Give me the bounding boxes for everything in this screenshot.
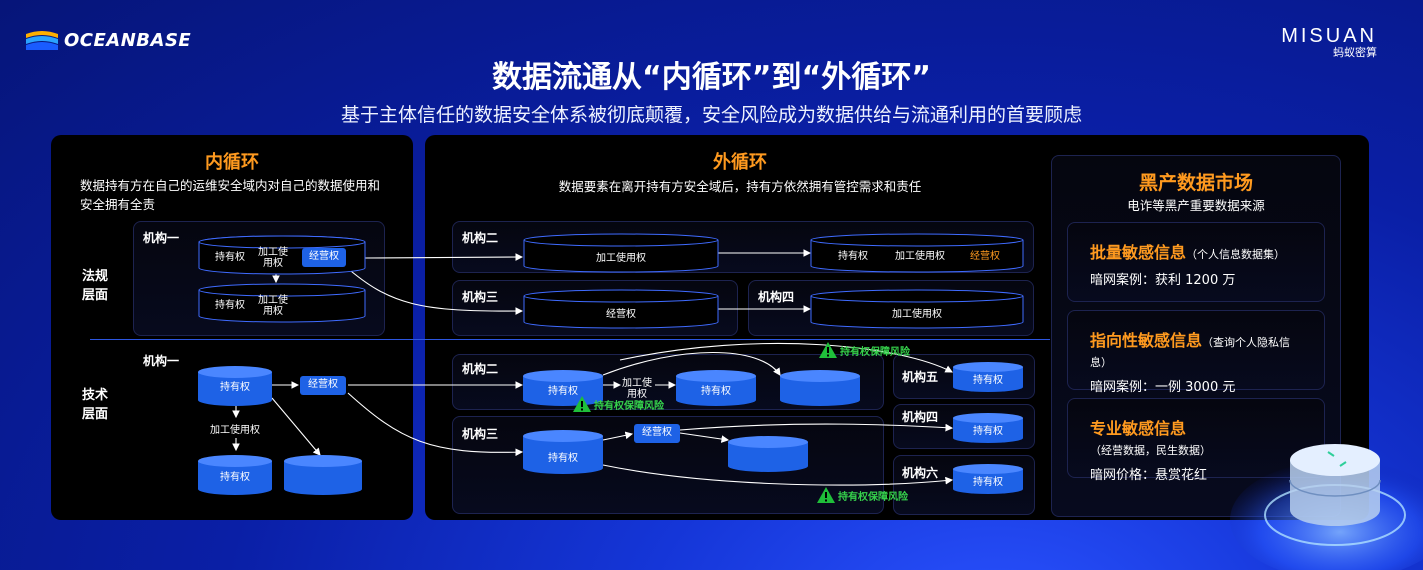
market-item-note: （查询个人隐私信息） xyxy=(1090,336,1291,369)
market-item-name: 指向性敏感信息 xyxy=(1090,331,1203,350)
tech-cylinder-org2-copy xyxy=(676,370,756,406)
misuan-wordmark: MISUAN xyxy=(1281,25,1377,47)
market-item-case: 暗网价格：悬赏花红 xyxy=(1090,468,1208,483)
org-label: 机构二 xyxy=(462,231,499,245)
market-desc: 电诈等黑产重要数据来源 xyxy=(1127,198,1265,213)
risk-warning: 持有权保障风险 xyxy=(818,341,910,359)
tech-cylinder-org5 xyxy=(953,362,1023,392)
market-item: 批量敏感信息（个人信息数据集） 暗网案例：获利 1200 万 xyxy=(1067,222,1325,302)
database-glow-icon xyxy=(1230,444,1423,570)
operate-right-badge: 经营权 xyxy=(634,424,680,443)
warning-triangle-icon xyxy=(817,487,835,503)
operate-right-badge: 经营权 xyxy=(300,376,346,395)
right-label: 持有权 xyxy=(973,426,1003,437)
tech-cylinder-org4 xyxy=(953,413,1023,443)
page-subtitle: 基于主体信任的数据安全体系被彻底颠覆，安全风险成为数据供给与流通利用的首要顾虑 xyxy=(340,104,1082,126)
right-label: 经营权 xyxy=(606,309,636,320)
right-label: 持有权 xyxy=(973,375,1003,386)
org-label: 机构一 xyxy=(143,354,180,368)
tech-cylinder-org3-hold xyxy=(523,430,603,474)
org-label: 机构三 xyxy=(462,290,499,304)
market-item-name: 批量敏感信息 xyxy=(1090,243,1187,262)
page-title: 数据流通从“内循环”到“外循环” xyxy=(492,60,931,95)
market-item-name: 专业敏感信息 xyxy=(1090,419,1187,438)
right-label: 持有权 xyxy=(701,386,731,397)
tech-cylinder-org1-copy xyxy=(198,455,272,495)
risk-warning-text: 持有权保障风险 xyxy=(838,491,908,503)
right-label: 持有权 xyxy=(973,477,1003,488)
row-label-tech: 技术层面 xyxy=(82,386,108,424)
market-title: 黑产数据市场 xyxy=(1138,172,1253,194)
legal-cylinder-org2 xyxy=(523,233,719,273)
inner-desc: 数据持有方在自己的运维安全域内对自己的数据使用和安全拥有全责 xyxy=(80,178,381,212)
misuan-logo: MISUAN 蚂蚁密算 xyxy=(1281,26,1377,60)
right-label: 持有权 xyxy=(215,252,245,263)
row-label-legal: 法规层面 xyxy=(82,267,108,305)
legal-cylinder-org2-dest xyxy=(810,233,1024,273)
inner-title: 内循环 xyxy=(205,152,259,173)
tech-cylinder-org2-leak xyxy=(780,370,860,406)
outer-desc: 数据要素在离开持有方安全域后，持有方依然拥有管控需求和责任 xyxy=(558,179,922,194)
operate-right-badge: 经营权 xyxy=(302,248,346,267)
tech-cylinder-org1-hold xyxy=(198,366,272,406)
org-label: 机构六 xyxy=(902,466,939,480)
right-label: 加工使用权 xyxy=(210,425,260,436)
org-label: 机构二 xyxy=(462,362,499,376)
right-label: 持有权 xyxy=(215,300,245,311)
right-label: 持有权 xyxy=(548,453,578,464)
oceanbase-mark-icon xyxy=(26,30,58,50)
risk-warning-text: 持有权保障风险 xyxy=(840,346,910,358)
oceanbase-wordmark: OCEANBASE xyxy=(64,29,192,51)
risk-warning: 持有权保障风险 xyxy=(816,486,908,504)
right-label: 加工使 用权 xyxy=(622,378,652,400)
tech-cylinder-org1-operate xyxy=(284,455,362,495)
org-label: 机构一 xyxy=(143,231,180,245)
right-label: 加工使 用权 xyxy=(258,247,288,269)
misuan-cn: 蚂蚁密算 xyxy=(1333,46,1377,59)
org-label: 机构五 xyxy=(902,370,939,384)
right-label: 加工使用权 xyxy=(892,309,942,320)
risk-warning-text: 持有权保障风险 xyxy=(594,400,664,412)
market-item-case: 暗网案例：一例 3000 元 xyxy=(1090,380,1236,395)
legal-cylinder-org4 xyxy=(810,289,1024,329)
oceanbase-logo: OCEANBASE xyxy=(26,28,191,52)
warning-triangle-icon xyxy=(573,396,591,412)
right-label: 加工使用权 xyxy=(895,251,945,262)
legal-cylinder-org1-bottom xyxy=(198,283,366,323)
market-item-note: （经营数据，民生数据） xyxy=(1090,444,1211,457)
risk-warning: 持有权保障风险 xyxy=(572,395,664,413)
market-item-case: 暗网案例：获利 1200 万 xyxy=(1090,273,1236,288)
tech-cylinder-org3-copy xyxy=(728,436,808,472)
market-item-note: （个人信息数据集） xyxy=(1186,248,1286,261)
right-label: 持有权 xyxy=(838,251,868,262)
warning-triangle-icon xyxy=(819,342,837,358)
right-label-operate: 经营权 xyxy=(970,251,1000,262)
right-label: 持有权 xyxy=(220,472,250,483)
right-label: 持有权 xyxy=(220,382,250,393)
right-label: 加工使 用权 xyxy=(258,295,288,317)
right-label: 持有权 xyxy=(548,386,578,397)
market-item: 专业敏感信息 （经营数据，民生数据） 暗网价格：悬赏花红 xyxy=(1067,398,1325,483)
org-label: 机构四 xyxy=(902,410,939,424)
tech-cylinder-org6 xyxy=(953,464,1023,494)
legal-cylinder-org3 xyxy=(523,289,719,329)
row-label-tech-2: 层面 xyxy=(82,407,109,422)
row-label-legal-1: 法规 xyxy=(82,269,109,284)
org-label: 机构四 xyxy=(758,290,795,304)
market-item: 指向性敏感信息（查询个人隐私信息） 暗网案例：一例 3000 元 xyxy=(1067,310,1325,395)
org-label: 机构三 xyxy=(462,427,499,441)
row-label-tech-1: 技术 xyxy=(82,388,109,403)
row-label-legal-2: 层面 xyxy=(82,288,109,303)
right-label: 加工使用权 xyxy=(596,253,646,264)
outer-title: 外循环 xyxy=(713,152,767,173)
row-divider xyxy=(90,339,1050,340)
